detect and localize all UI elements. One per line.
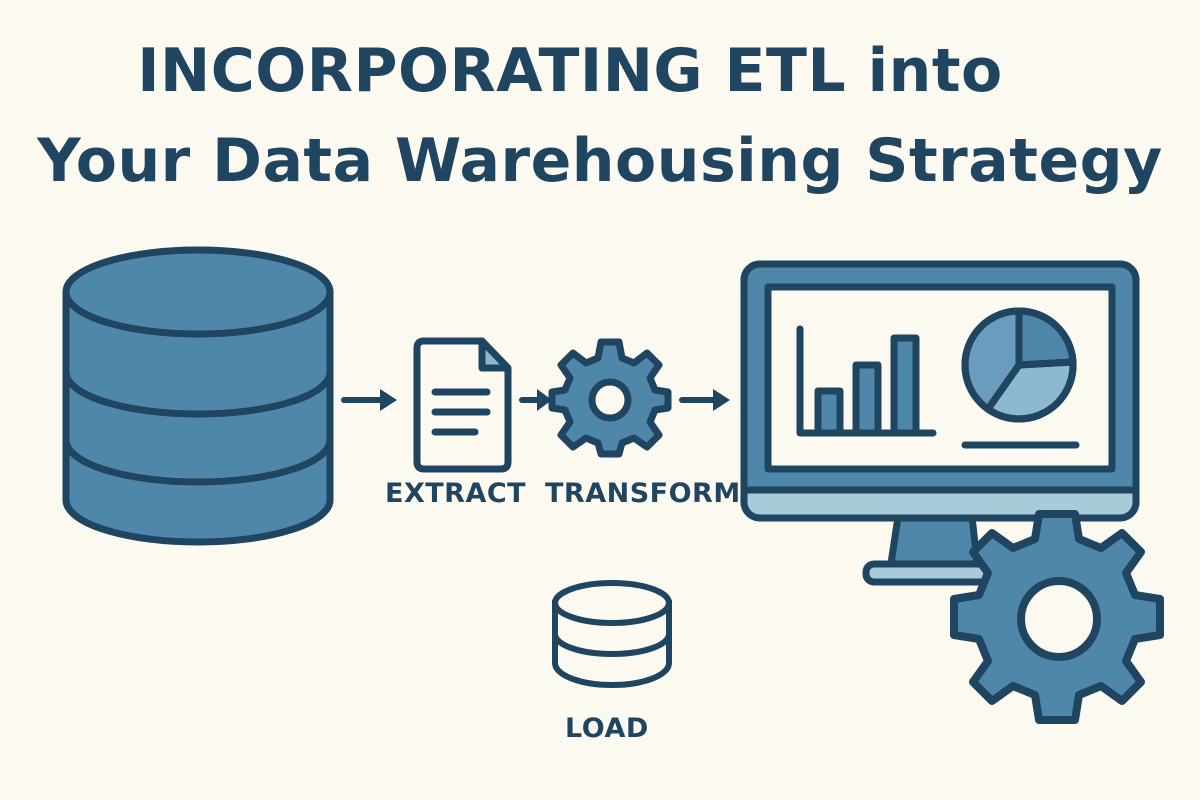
- extract-label: EXTRACT: [385, 478, 527, 509]
- arrow-icon: [679, 389, 730, 411]
- arrow-icon: [519, 389, 552, 411]
- arrow-icon: [341, 389, 397, 411]
- gear-icon: [950, 510, 1164, 724]
- source-database-icon: [62, 246, 334, 546]
- title-line-1: INCORPORATING ETL into: [137, 36, 1003, 106]
- transform-label: TRANSFORM: [545, 478, 741, 509]
- document-icon: [413, 337, 512, 473]
- load-label: LOAD: [565, 713, 649, 744]
- load-database-icon: [552, 580, 672, 688]
- gear-icon: [548, 338, 672, 458]
- monitor-dashboard-icon: [740, 260, 1140, 586]
- title-line-2: Your Data Warehousing Strategy: [37, 126, 1163, 196]
